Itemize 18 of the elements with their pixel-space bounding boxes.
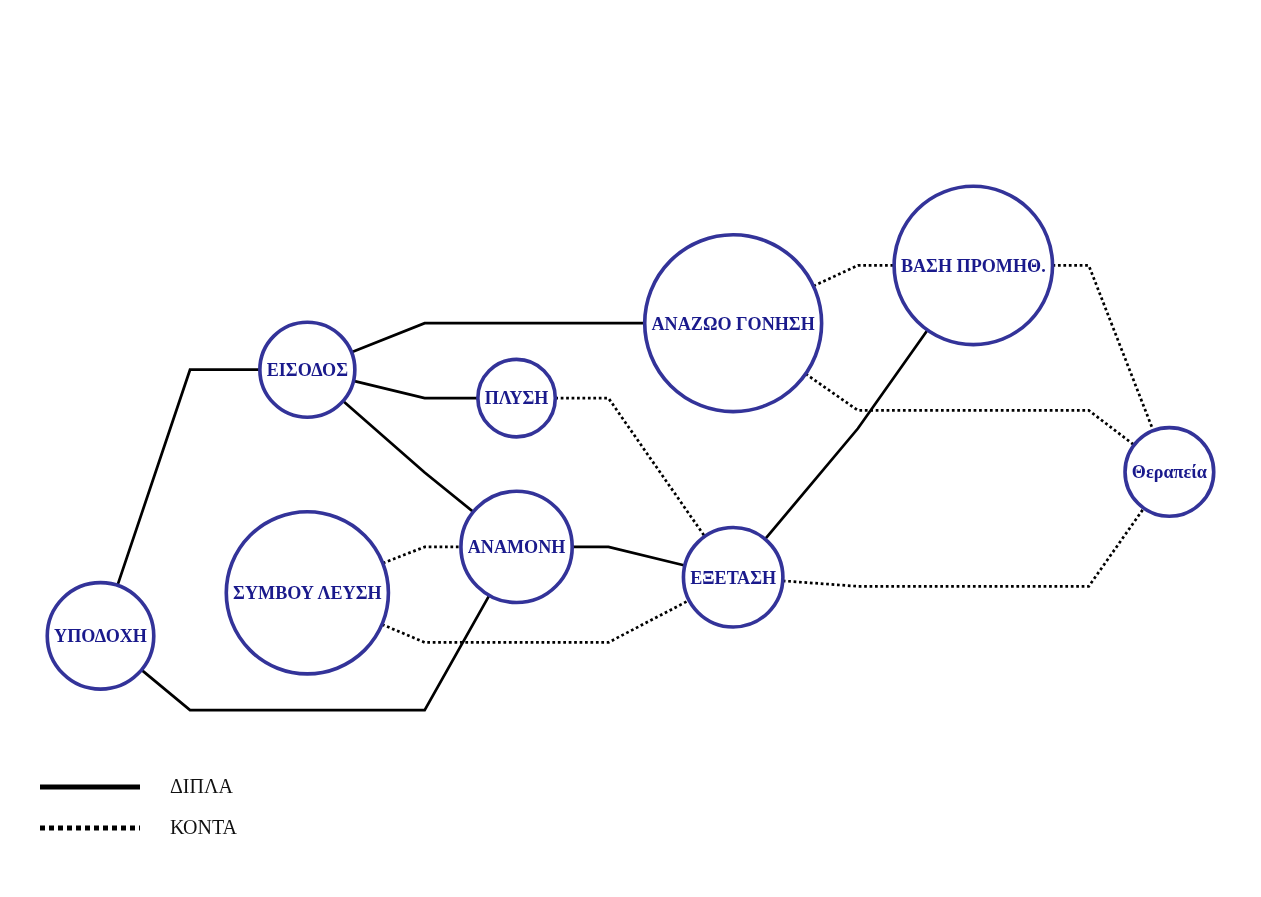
connector (381, 599, 690, 645)
node-circle: ΣΥΜΒΟΥ ΛΕΥΣΗ (224, 510, 391, 676)
connector (382, 545, 461, 565)
node-circle: ΕΞΕΤΑΣΗ (681, 526, 785, 630)
connector (804, 373, 1135, 447)
node-circle: ΒΑΣΗ ΠΡΟΜΗΘ. (892, 184, 1055, 347)
connector (140, 595, 491, 712)
connector (764, 329, 929, 541)
node-circle: ΑΝΑΖΩΟ ΓΟΝΗΣΗ (642, 233, 824, 414)
connector (342, 400, 475, 514)
node-circle: Θεραπεία (1123, 426, 1216, 519)
node-circle: ΕΙΣΟΔΟΣ (258, 320, 357, 420)
legend-text: ΚΟΝΤΑ (170, 816, 237, 839)
node-circle: ΑΝΑΜΟΝΗ (459, 489, 575, 605)
node-circle: ΥΠΟΔΟΧΗ (45, 581, 156, 692)
node-circle: ΠΛΥΣΗ (476, 357, 558, 439)
legend-text: ΔΙΠΛΑ (170, 775, 233, 798)
connector (555, 397, 706, 538)
